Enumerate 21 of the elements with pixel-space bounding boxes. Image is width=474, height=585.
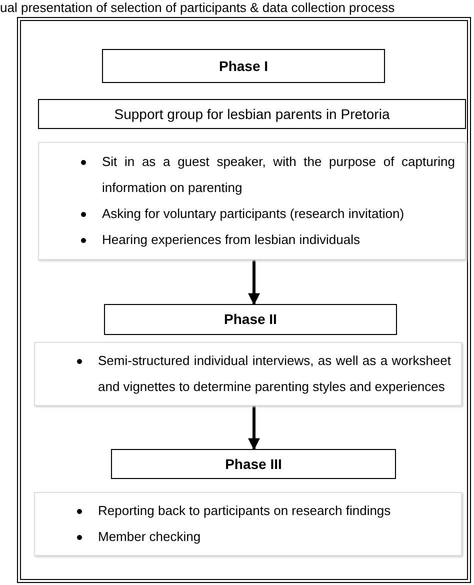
diagram-title: ual presentation of selection of participants & data collection process: [0, 0, 395, 15]
phase-heading: Phase I: [218, 56, 268, 76]
arrow: [248, 406, 260, 450]
bullet-list-box: [38, 142, 466, 260]
setting-label: Support group for lesbian parents in Pretoria: [114, 104, 390, 124]
phase-box: [104, 304, 397, 335]
frame-border: [17, 17, 471, 583]
bullet-item: Hearing experiences from lesbian individuals: [102, 231, 360, 249]
phase-heading: Phase III: [225, 454, 282, 474]
bullet-list-box: [34, 342, 462, 406]
bullet-item: Reporting back to participants on research findings: [98, 502, 391, 520]
bullet-item: Asking for voluntary participants (research invitation): [102, 205, 404, 223]
bullet-item: Member checking: [98, 528, 201, 546]
bullet-list-box: [34, 492, 462, 556]
phase-box: [111, 449, 396, 479]
setting-box: [38, 99, 466, 129]
bullet-item: Semi-structured individual interviews, as well as a worksheet and vignettes to determine parenting styles and experiences: [98, 352, 451, 396]
phase-heading: Phase II: [224, 310, 277, 329]
arrow: [248, 260, 260, 306]
bullet-item: Sit in as a guest speaker, with the purpose of capturing information on parenting: [102, 153, 455, 197]
phase-box: [102, 49, 385, 83]
